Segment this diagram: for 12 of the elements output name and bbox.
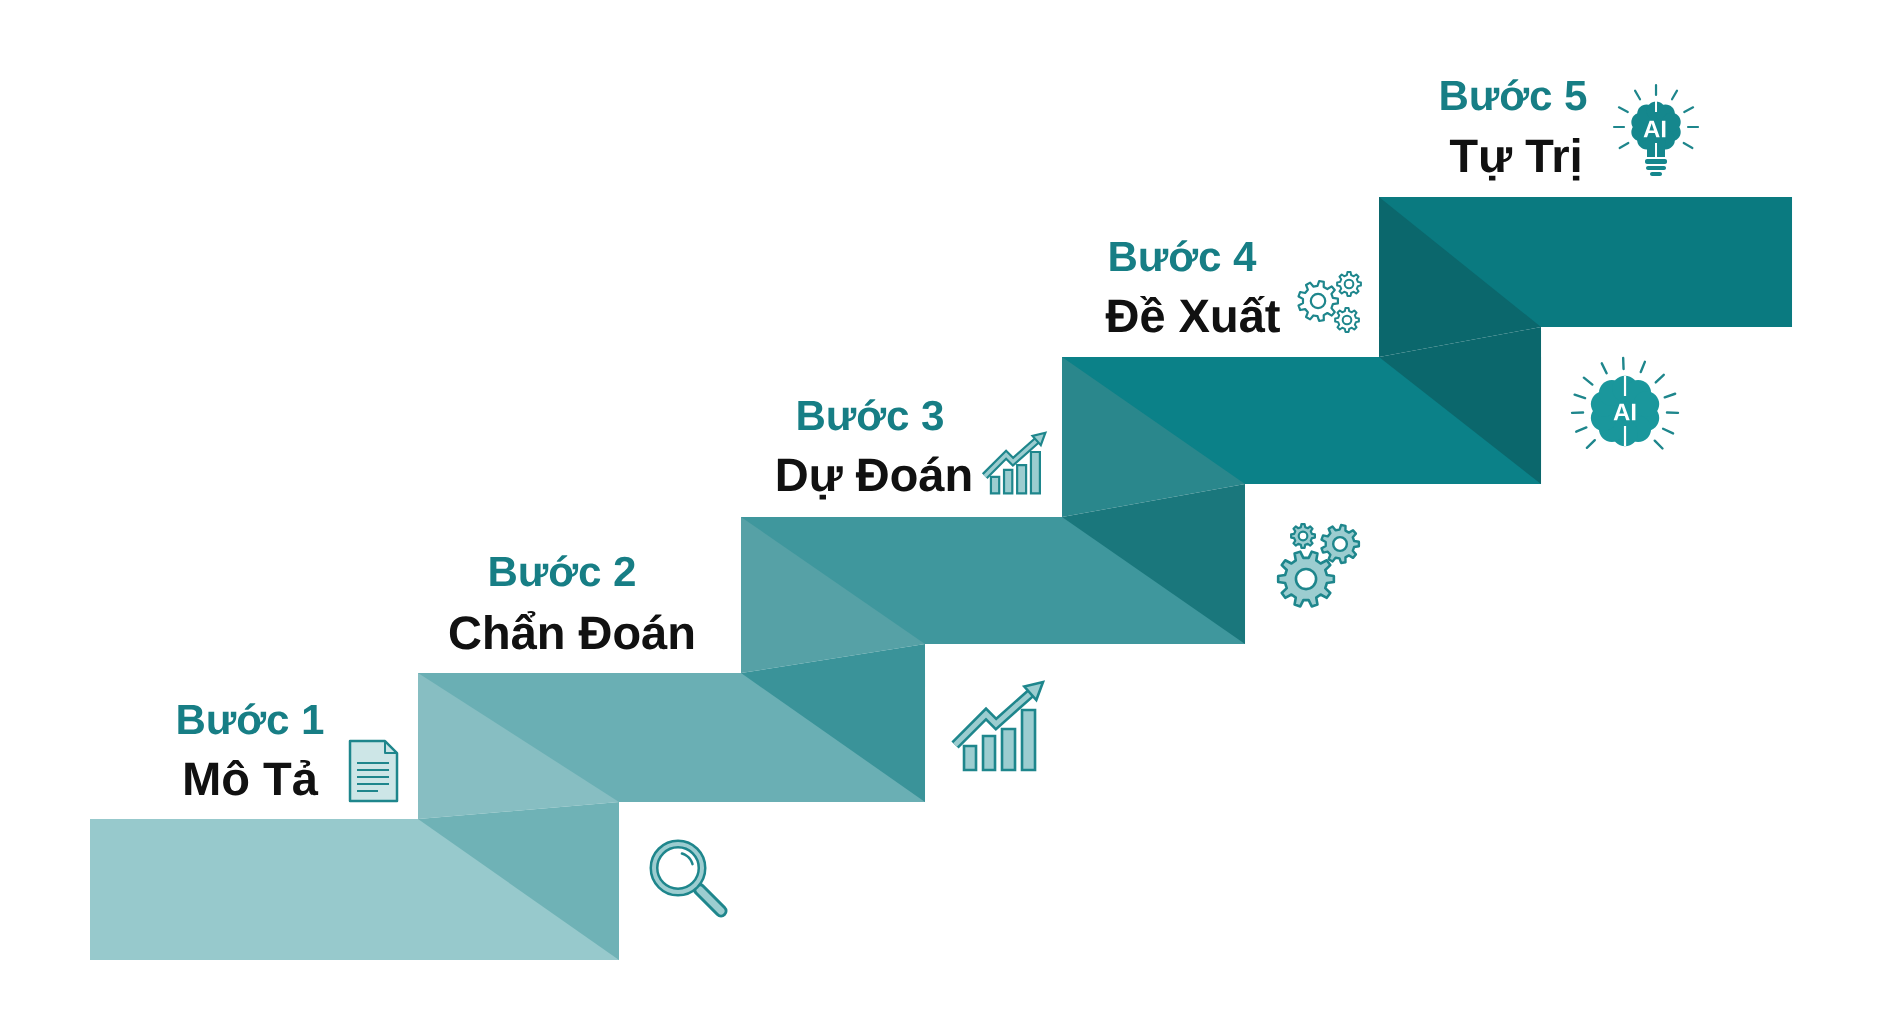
step-title: Chẩn Đoán <box>449 611 694 650</box>
step-heading: Bước 2 <box>490 555 635 587</box>
step-title: Mô Tả <box>185 759 319 796</box>
step-title: Dự Đoán <box>777 456 971 500</box>
step-title: Tự Trị <box>1449 137 1580 181</box>
step-heading: Bước 1 <box>178 703 324 735</box>
icon-label: AI <box>1643 120 1666 138</box>
icon-label: AI <box>1613 403 1636 421</box>
step-heading: Bước 5 <box>1441 79 1587 111</box>
step-title: Đề Xuất <box>1105 295 1280 333</box>
step-heading: Bước 3 <box>798 399 943 431</box>
step-heading: Bước 4 <box>1110 240 1257 272</box>
